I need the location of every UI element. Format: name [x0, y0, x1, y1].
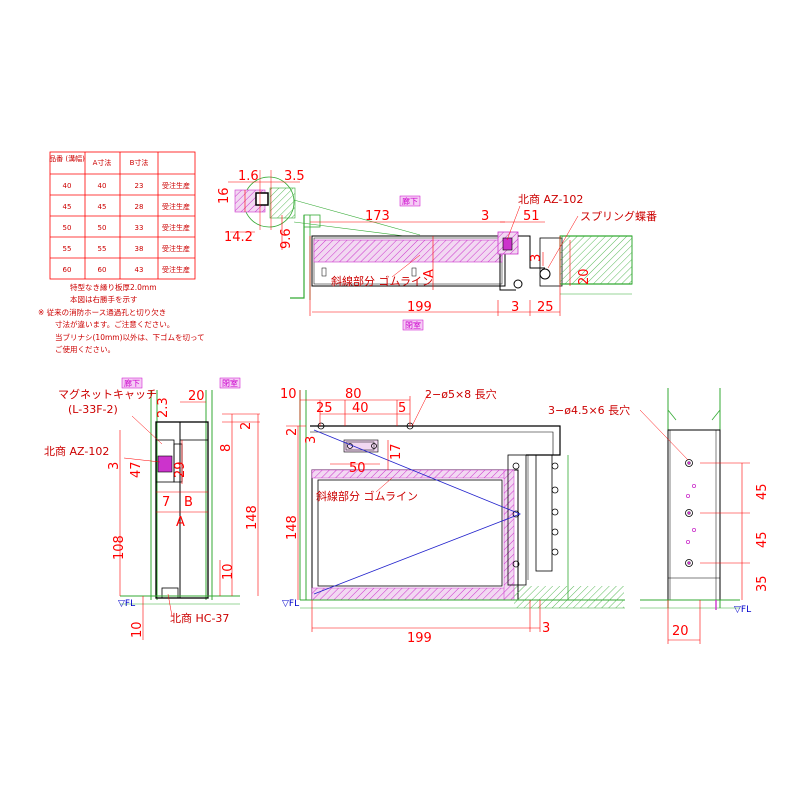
- note-line: 本図は右勝手を示す: [70, 294, 138, 304]
- note-line: ご使用ください。: [55, 344, 115, 354]
- hc37-label: 北商 HC-37: [170, 611, 229, 625]
- magnet-catch-label: マグネットキャッチ: [58, 387, 157, 401]
- table-cell: 45: [98, 203, 107, 211]
- dim-text: 3: [511, 300, 519, 315]
- dim-text: 8: [219, 444, 234, 452]
- dim-text: 3: [481, 209, 489, 224]
- table-cell: 受注生産: [162, 244, 190, 253]
- dim-text: 199: [407, 300, 432, 315]
- dim-text: 3: [542, 621, 550, 636]
- table-cell: 50: [63, 224, 72, 232]
- dim-text: 2: [285, 428, 300, 436]
- magnet-catch-model: (L-33F-2): [68, 403, 118, 416]
- dim-text: 148: [285, 515, 300, 540]
- right-view: 45 45 35 20 3−ø4.5×6 長穴 ▽FL: [548, 388, 770, 644]
- table-cell: 60: [63, 266, 72, 274]
- dim-text: 173: [365, 209, 390, 224]
- room-tag: 閉室: [222, 378, 238, 388]
- table-cell: 28: [135, 203, 144, 211]
- fl-mark: ▽FL: [282, 599, 299, 609]
- dim-text: 14.2: [224, 230, 253, 245]
- table-cell: 50: [98, 224, 107, 232]
- dim-text: 35: [755, 575, 770, 592]
- spec-table-text: 品番 (溝幅) A寸法 B寸法 40 40 23 受注生産 45 45 28 受…: [49, 154, 190, 274]
- dim-text: 20: [577, 268, 592, 285]
- room-tag: 閉室: [405, 320, 421, 330]
- table-cell: 43: [135, 266, 144, 274]
- dim-text: 2.3: [156, 397, 171, 418]
- dim-text: B: [184, 495, 193, 510]
- dim-text: 2: [239, 422, 254, 430]
- slot-note-label: 3−ø4.5×6 長穴: [548, 403, 630, 417]
- table-cell: 40: [63, 182, 72, 190]
- rubber-line-label: 斜線部分 ゴムライン: [316, 489, 418, 503]
- az102-label: 北商 AZ-102: [44, 444, 109, 458]
- fl-mark: ▽FL: [118, 599, 135, 609]
- dim-text: 80: [345, 387, 362, 402]
- table-header-a: A寸法: [93, 158, 112, 167]
- top-view: 1.6 3.5 16 14.2 9.6 173 3 51 3 20 199 3 …: [217, 169, 657, 331]
- dim-text: 148: [245, 505, 260, 530]
- dim-text: 16: [217, 187, 232, 204]
- dim-text: 10: [280, 387, 297, 402]
- note-line: ※ 従来の消防ホース通過孔と切り欠き: [38, 307, 166, 317]
- left-view: 廊下 閉室 20: [44, 377, 260, 640]
- dim-text: 199: [407, 631, 432, 646]
- table-cell: 23: [135, 182, 144, 190]
- dim-text: 51: [523, 209, 540, 224]
- dim-text: 10: [130, 621, 145, 638]
- dim-text: 9.6: [279, 228, 294, 249]
- table-cell: 55: [63, 245, 72, 253]
- table-cell: 受注生産: [162, 223, 190, 232]
- table-header-hinban: 品番 (溝幅): [49, 154, 85, 163]
- table-cell: 受注生産: [162, 181, 190, 190]
- dim-text: 45: [755, 483, 770, 500]
- dim-text: 20: [672, 624, 689, 639]
- table-cell: 受注生産: [162, 265, 190, 274]
- table-cell: 受注生産: [162, 202, 190, 211]
- table-cell: 55: [98, 245, 107, 253]
- dim-text: 7: [162, 495, 170, 510]
- table-cell: 45: [63, 203, 72, 211]
- table-cell: 38: [135, 245, 144, 253]
- dim-text: 3: [529, 254, 544, 262]
- table-cell: 33: [135, 224, 144, 232]
- front-view: 10 80 25 40 5 2 3 148 50 17 199 3 2−ø5×8…: [280, 387, 625, 646]
- dim-text: A: [422, 269, 437, 278]
- rubber-line-label: 斜線部分 ゴムライン: [331, 274, 433, 288]
- dim-text: 17: [389, 443, 404, 460]
- dim-text: 3: [304, 436, 319, 444]
- dim-text: 20: [188, 389, 205, 404]
- dim-text: 108: [112, 535, 127, 560]
- dim-text: 5: [398, 401, 406, 416]
- dim-text: A: [176, 515, 185, 530]
- table-header-b: B寸法: [130, 158, 149, 167]
- notes: 特型なき縁り板厚2.0mm 本図は右勝手を示す ※ 従来の消防ホース通過孔と切り…: [38, 282, 205, 354]
- fl-mark: ▽FL: [734, 605, 751, 615]
- table-cell: 40: [98, 182, 107, 190]
- spring-hinge-label: スプリング蝶番: [580, 209, 657, 223]
- dim-text: 1.6: [238, 169, 259, 184]
- table-cell: 60: [98, 266, 107, 274]
- dim-text: 50: [349, 461, 366, 476]
- corridor-tag: 廊下: [402, 196, 418, 206]
- az102-label: 北商 AZ-102: [518, 192, 583, 206]
- dim-text: 40: [352, 401, 369, 416]
- slot-note-label: 2−ø5×8 長穴: [425, 387, 497, 401]
- dim-text: 25: [316, 401, 333, 416]
- dim-text: 47: [129, 461, 144, 478]
- corridor-tag: 廊下: [124, 378, 140, 388]
- note-line: 特型なき縁り板厚2.0mm: [70, 282, 157, 292]
- dim-text: 10: [221, 563, 236, 580]
- note-line: 寸法が違います。ご注意ください。: [55, 319, 174, 329]
- dim-text: 25: [537, 300, 554, 315]
- dim-text: 3: [107, 462, 122, 470]
- spec-table: [49, 151, 196, 280]
- dim-text: 3.5: [284, 169, 305, 184]
- note-line: 当ブリナシ(10mm)以外は、下ゴムを切って: [55, 332, 205, 342]
- dim-text: 29: [173, 461, 188, 478]
- dim-text: 45: [755, 531, 770, 548]
